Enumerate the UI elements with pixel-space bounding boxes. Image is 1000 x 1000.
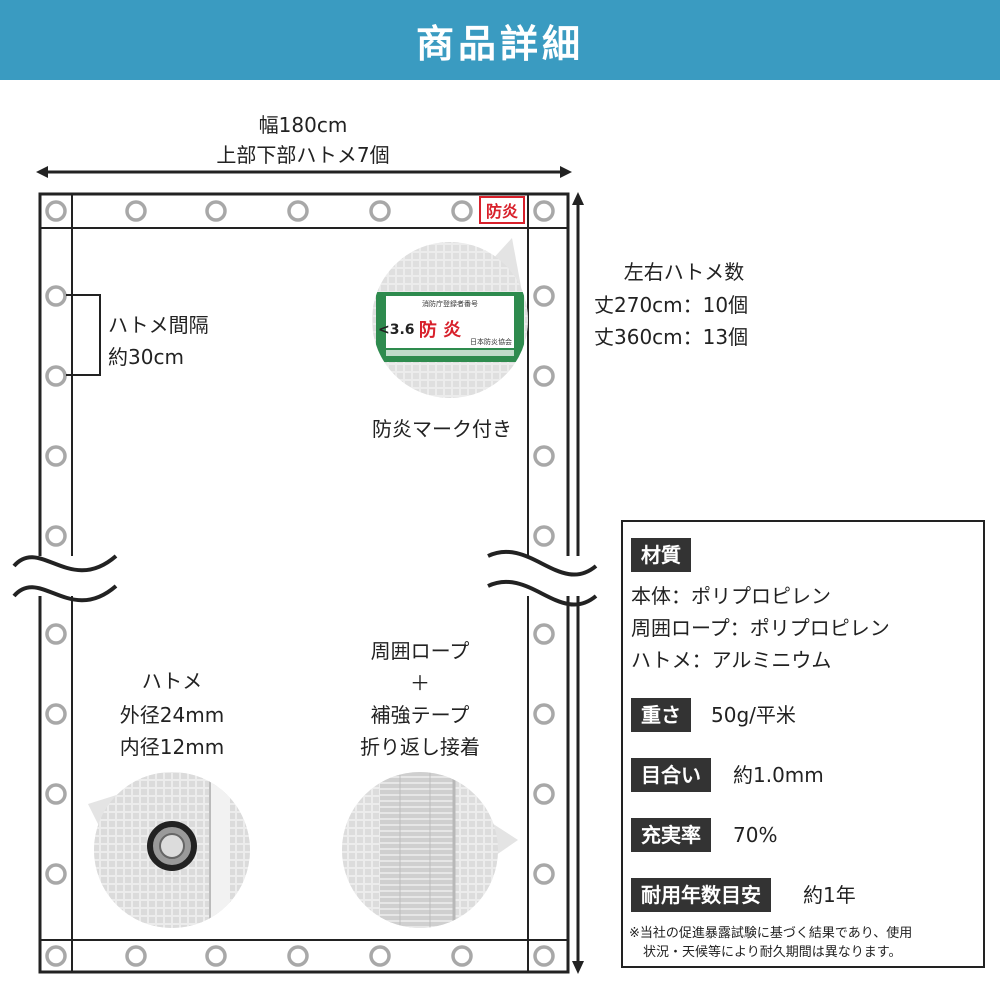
spacing-bracket: [66, 294, 101, 376]
spacing-label-1: ハトメ間隔: [108, 313, 209, 337]
material-label: 材質: [631, 538, 691, 572]
side-grommet-270: 丈270cm：10個: [594, 293, 749, 317]
fill-rate-value: 70%: [733, 823, 778, 847]
grommet-icon: [205, 200, 227, 222]
weight-value: 50g/平米: [711, 703, 796, 727]
grommet-icon: [369, 200, 391, 222]
grommet-icon: [533, 623, 555, 645]
grommet-icon: [45, 445, 67, 467]
grommet-icon: [533, 863, 555, 885]
material-line-grommet: ハトメ：アルミニウム: [631, 648, 832, 672]
side-grommet-title: 左右ハトメ数: [623, 260, 745, 284]
grommet-icon: [45, 525, 67, 547]
fire-label-org: 日本防炎協会: [470, 337, 512, 346]
grommet-icon: [45, 945, 67, 967]
rope-detail-line1: 周囲ロープ: [370, 639, 470, 663]
grommet-icon: [533, 365, 555, 387]
rope-detail-line3: 補強テープ: [370, 703, 470, 727]
grommet-icon: [533, 945, 555, 967]
mesh-value: 約1.0mm: [733, 763, 824, 787]
side-grommet-360: 丈360cm：13個: [594, 325, 749, 349]
grommet-icon: [45, 783, 67, 805]
grommet-detail-line2: 外径24mm: [119, 703, 225, 727]
grommet-detail-line1: ハトメ: [141, 669, 203, 693]
width-label: 幅180cm: [258, 113, 348, 137]
grommet-icon: [451, 945, 473, 967]
grommet-icon: [451, 200, 473, 222]
width-arrow: [36, 166, 572, 178]
fill-rate-label: 充実率: [631, 818, 711, 852]
grommet-icon: [533, 783, 555, 805]
fire-badge: 防炎: [479, 196, 525, 224]
grommet-icon: [125, 945, 147, 967]
note-line-1: ※当社の促進暴露試験に基づく結果であり、使用: [629, 926, 913, 941]
grommet-detail-line3: 内径12mm: [119, 735, 225, 759]
fire-mark-caption: 防炎マーク付き: [372, 417, 512, 441]
grommet-icon: [533, 525, 555, 547]
grommet-icon: [45, 623, 67, 645]
grommet-icon: [45, 863, 67, 885]
grommet-group: [45, 200, 555, 967]
grommet-icon: [205, 945, 227, 967]
break-mark-left: [12, 554, 124, 603]
grommet-icon: [45, 365, 67, 387]
spacing-label-2: 約30cm: [108, 345, 184, 369]
grommet-icon: [45, 703, 67, 725]
grommet-detail-bubble: [88, 772, 250, 928]
rope-detail-line4: 折り返し接着: [360, 735, 480, 759]
header-banner: 商品詳細: [0, 0, 1000, 80]
fire-badge-text: 防炎: [486, 202, 518, 221]
weight-label: 重さ: [631, 698, 691, 732]
top-bottom-grommet-count: 上部下部ハトメ7個: [216, 143, 390, 167]
grommet-icon: [533, 703, 555, 725]
lifespan-label: 耐用年数目安: [631, 878, 771, 912]
tape-detail-bubble: [342, 772, 518, 928]
tarp-upper: [38, 192, 570, 564]
grommet-icon: [533, 285, 555, 307]
grommet-icon: [45, 200, 67, 222]
fire-label-code: <3.6: [378, 322, 415, 338]
material-line-body: 本体：ポリプロピレン: [631, 584, 831, 608]
grommet-icon: [533, 200, 555, 222]
fire-label-line1: 消防庁登録者番号: [422, 299, 478, 308]
mesh-label: 目合い: [631, 758, 711, 792]
grommet-icon: [369, 945, 391, 967]
tarp-lower: [38, 588, 570, 974]
material-line-rope: 周囲ロープ：ポリプロピレン: [631, 616, 890, 640]
lifespan-value: 約1年: [803, 883, 856, 907]
grommet-icon: [287, 200, 309, 222]
grommet-icon: [45, 285, 67, 307]
fire-label-main: 防 炎: [419, 319, 461, 341]
grommet-icon: [533, 445, 555, 467]
note-line-2: 状況・天候等により耐久期間は異なります。: [643, 945, 902, 960]
grommet-icon: [287, 945, 309, 967]
grommet-icon: [125, 200, 147, 222]
fire-mark-bubble: 消防庁登録者番号 <3.6 防 炎 日本防炎協会: [372, 238, 528, 398]
page-title: 商品詳細: [415, 21, 584, 66]
rope-detail-line2: ＋: [410, 671, 430, 695]
spec-panel: 材質 本体：ポリプロピレン 周囲ロープ：ポリプロピレン ハトメ：アルミニウム 重…: [621, 520, 985, 968]
break-mark-right: [486, 549, 598, 607]
